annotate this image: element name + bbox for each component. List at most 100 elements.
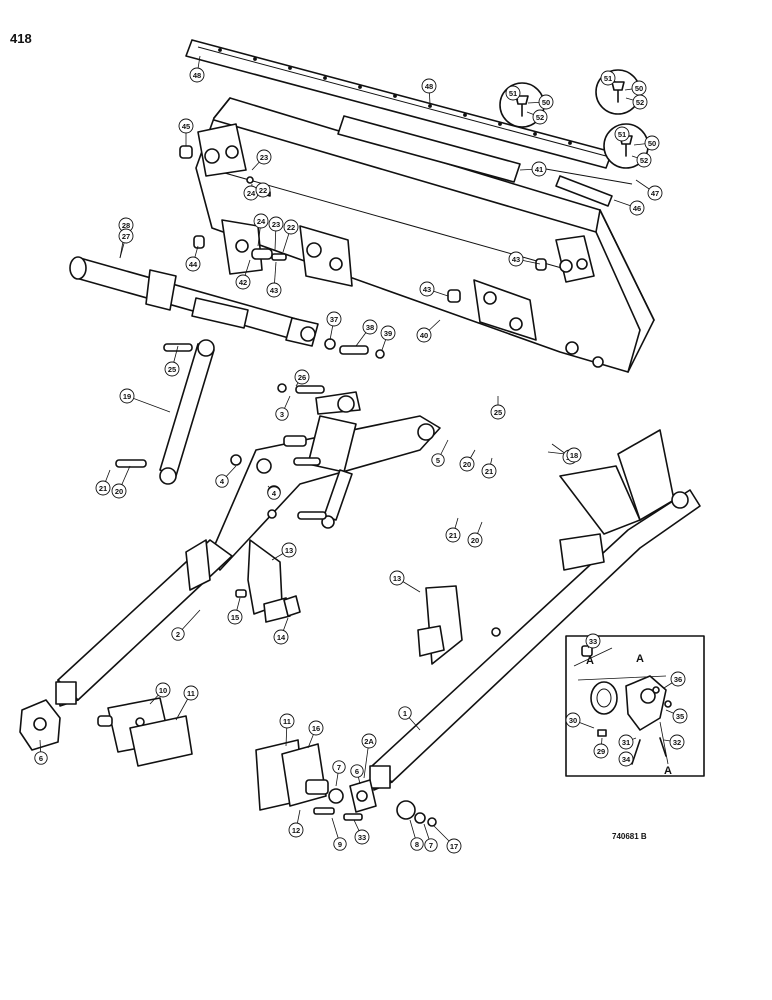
callout-circle: [421, 78, 437, 94]
callout-number: 50: [635, 84, 643, 93]
block-6-left: [19, 699, 61, 751]
callout-circle: [490, 404, 506, 420]
callout-number: 18: [570, 451, 578, 460]
callout-number: 51: [604, 74, 612, 83]
callout-48: 48: [189, 67, 205, 83]
page-number: 418: [10, 31, 32, 46]
callout-26: 26: [294, 369, 310, 385]
callout-50: 50: [538, 94, 554, 110]
callout-circle: [467, 532, 483, 548]
callout-number: 19: [123, 392, 131, 401]
callout-circle: [416, 327, 432, 343]
callout-circle: [410, 837, 424, 851]
callout-number: 21: [449, 531, 457, 540]
callout-circle: [644, 135, 660, 151]
callout-circle: [118, 228, 134, 244]
callout-6: 6: [34, 751, 48, 765]
callout-number: 48: [193, 71, 201, 80]
callout-13: 13: [281, 542, 297, 558]
callout-48: 48: [421, 78, 437, 94]
callout-circle: [647, 185, 663, 201]
callout-11: 11: [279, 713, 295, 729]
callout-1: 1: [398, 706, 412, 720]
callout-number: 51: [618, 130, 626, 139]
callout-circle: [566, 447, 582, 463]
callout-circle: [350, 764, 364, 778]
callout-circle: [267, 486, 281, 500]
callout-50: 50: [631, 80, 647, 96]
callout-number: 43: [423, 285, 431, 294]
callout-circle: [266, 282, 282, 298]
callout-circle: [670, 671, 686, 687]
callout-20: 20: [111, 483, 127, 499]
callout-circle: [281, 542, 297, 558]
callout-number: 21: [99, 484, 107, 493]
callout-circle: [532, 109, 548, 125]
callout-circle: [275, 407, 289, 421]
brackets-13-14-15: [235, 539, 463, 665]
callout-number: 6: [39, 754, 43, 763]
callout-circle: [119, 388, 135, 404]
callout-number: 4: [220, 477, 225, 486]
arm-assembly-1: [369, 429, 701, 791]
callout-circle: [508, 251, 524, 267]
callout-32: 32: [669, 734, 685, 750]
callout-circle: [481, 463, 497, 479]
callout-35: 35: [672, 708, 688, 724]
callout-24: 24: [253, 213, 269, 229]
callout-circle: [459, 456, 475, 472]
callout-17: 17: [446, 838, 462, 854]
detail-label-a-2: A: [636, 653, 644, 665]
callout-44: 44: [185, 256, 201, 272]
arm-assembly-2: [55, 383, 441, 707]
callout-number: 10: [159, 686, 167, 695]
callout-circle: [333, 837, 347, 851]
callout-number: 38: [366, 323, 374, 332]
callout-number: 7: [337, 763, 341, 772]
callout-circle: [419, 281, 435, 297]
callout-number: 33: [589, 637, 597, 646]
callout-number: 8: [415, 840, 419, 849]
callout-circle: [593, 743, 609, 759]
callout-number: 13: [393, 574, 401, 583]
callout-number: 46: [633, 204, 641, 213]
callout-21: 21: [445, 527, 461, 543]
callout-circle: [632, 94, 648, 110]
callout-25: 25: [490, 404, 506, 420]
callout-number: 22: [259, 186, 267, 195]
callout-number: 39: [384, 329, 392, 338]
callout-46: 46: [629, 200, 645, 216]
callout-circle: [95, 480, 111, 496]
callout-4: 4: [215, 474, 229, 488]
callout-22: 22: [255, 182, 271, 198]
callout-circle: [636, 152, 652, 168]
callout-number: 24: [247, 189, 256, 198]
callout-circle: [227, 609, 243, 625]
callout-number: 2A: [364, 737, 374, 746]
callout-number: 30: [569, 716, 577, 725]
callout-number: 40: [420, 331, 428, 340]
callout-circle: [585, 633, 601, 649]
callout-number: 23: [260, 153, 268, 162]
callout-number: 25: [494, 408, 502, 417]
callout-13: 13: [389, 570, 405, 586]
callout-circle: [389, 570, 405, 586]
callout-45: 45: [178, 118, 194, 134]
callout-8: 8: [410, 837, 424, 851]
callout-circle: [273, 629, 289, 645]
callout-number: 44: [189, 260, 198, 269]
callout-39: 39: [380, 325, 396, 341]
callout-circle: [538, 94, 554, 110]
callout-38: 38: [362, 319, 378, 335]
callout-52: 52: [532, 109, 548, 125]
callout-number: 51: [509, 89, 517, 98]
callout-circle: [431, 453, 445, 467]
callout-2: 2: [171, 627, 185, 641]
callout-number: 23: [272, 220, 280, 229]
callout-43: 43: [508, 251, 524, 267]
callout-42: 42: [235, 274, 251, 290]
callout-3: 3: [275, 407, 289, 421]
callout-circle: [618, 734, 634, 750]
